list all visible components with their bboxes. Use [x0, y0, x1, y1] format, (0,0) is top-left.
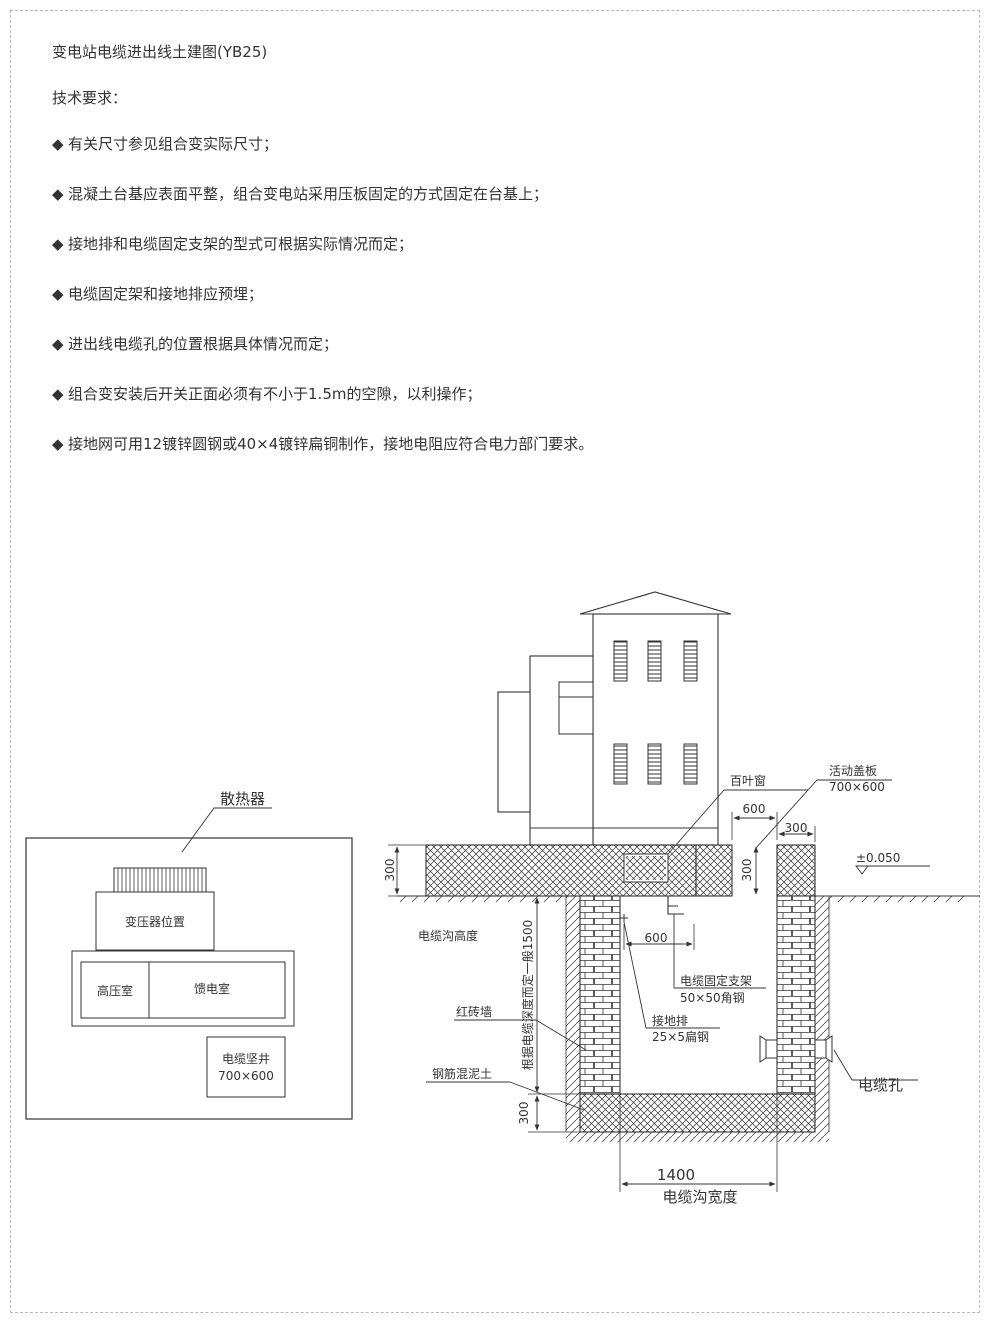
bullet-icon: ◆ — [52, 385, 64, 403]
vent-icon — [613, 640, 628, 682]
page-border — [10, 10, 980, 1313]
ground-bar-label: 接地排 — [652, 1013, 688, 1028]
brick-wall-label: 红砖墙 — [456, 1004, 492, 1019]
radiator-leader — [181, 807, 272, 853]
transformer-label: 变压器位置 — [125, 914, 185, 929]
bullet-icon: ◆ — [52, 285, 64, 303]
cover-label: 活动盖板 — [829, 764, 877, 778]
requirement-text: 进出线电缆孔的位置根据具体情况而定； — [68, 335, 339, 353]
soil-hatch-right — [825, 895, 965, 903]
cover-size: 700×600 — [829, 780, 885, 794]
radiator-side — [497, 691, 531, 813]
radiator-fins-icon — [117, 868, 203, 892]
dim-300-base: 300 — [383, 859, 397, 882]
trench-height-label: 电缆沟高度 — [418, 928, 478, 943]
bracket-label: 电缆固定支架 — [680, 973, 752, 988]
requirement-item: ◆有关尺寸参见组合变实际尺寸； — [52, 132, 952, 182]
requirement-text: 有关尺寸参见组合变实际尺寸； — [68, 135, 279, 153]
plan-view: 散热器 变压器位置 高压室 馈电室 电缆坚井 700×600 — [25, 790, 353, 1120]
trench-width-label: 电缆沟宽度 — [662, 1188, 737, 1206]
trench-width-value: 1400 — [657, 1166, 695, 1184]
soil-hatch-left — [399, 895, 563, 903]
requirement-item: ◆混凝土台基应表面平整，组合变电站采用压板固定的方式固定在台基上； — [52, 182, 952, 232]
shaft-label: 电缆坚井 — [222, 1052, 270, 1066]
brick-wall-left — [579, 895, 621, 1095]
vent-icon — [683, 743, 698, 785]
bullet-icon: ◆ — [52, 435, 64, 453]
trench-depth-note: 根据电缆深度而定一般1500 — [520, 920, 535, 1071]
vent-icon — [647, 743, 662, 785]
transformer-position — [95, 891, 215, 951]
brick-wall-right — [776, 895, 816, 1095]
hv-room-label: 高压室 — [97, 983, 133, 998]
elevation-label: ±0.050 — [856, 851, 900, 865]
requirement-item: ◆进出线电缆孔的位置根据具体情况而定； — [52, 332, 952, 382]
bullet-icon: ◆ — [52, 335, 64, 353]
concrete-base-right — [776, 844, 816, 897]
dim-600-top: 600 — [743, 802, 766, 816]
feeder-room — [148, 961, 286, 1019]
cable-hole-label: 电缆孔 — [858, 1076, 903, 1094]
cable-bracket-icon — [667, 896, 684, 915]
radiator-label: 散热器 — [220, 790, 265, 808]
radiator-block — [113, 867, 207, 893]
shaft-size: 700×600 — [218, 1069, 274, 1083]
requirement-text: 组合变安装后开关正面必须有不小于1.5m的空隙，以利操作； — [68, 385, 482, 403]
bracket-spec: 50×50角钢 — [680, 991, 745, 1005]
concrete-base-mid — [695, 844, 733, 897]
plan-outline — [25, 837, 353, 1120]
requirements-list: ◆有关尺寸参见组合变实际尺寸； ◆混凝土台基应表面平整，组合变电站采用压板固定的… — [52, 132, 952, 482]
dim-300-top: 300 — [785, 821, 808, 835]
requirement-text: 混凝土台基应表面平整，组合变电站采用压板固定的方式固定在台基上； — [68, 185, 549, 203]
substation-cabinet — [497, 591, 732, 846]
soil-left — [566, 896, 580, 1132]
dim-300-right: 300 — [740, 859, 754, 882]
bullet-icon: ◆ — [52, 135, 64, 153]
soil-bottom — [566, 1132, 829, 1142]
louver-label: 百叶窗 — [730, 774, 766, 788]
ground-bar-icon — [620, 914, 628, 922]
side-panel — [558, 681, 594, 735]
requirements-heading: 技术要求： — [52, 89, 128, 107]
requirement-text: 接地排和电缆固定支架的型式可根据实际情况而定； — [68, 235, 414, 253]
cable-hole-icon — [759, 1035, 833, 1063]
vent-icon — [683, 640, 698, 682]
dim-300-bottom: 300 — [517, 1102, 531, 1125]
bullet-icon: ◆ — [52, 235, 64, 253]
vent-icons — [613, 640, 698, 785]
requirement-text: 接地网可用12镀锌圆钢或40×4镀锌扁铜制作，接地电阻应符合电力部门要求。 — [68, 435, 594, 453]
requirement-text: 电缆固定架和接地排应预埋； — [68, 285, 264, 303]
feeder-room-label: 馈电室 — [194, 981, 230, 996]
drawing-title: 变电站电缆进出线土建图(YB25) — [52, 43, 268, 61]
soil-right — [815, 896, 829, 1132]
section-view: 电缆孔 百叶窗 活动盖板 700×600 600 300 300 300 — [383, 591, 980, 1206]
requirement-item: ◆接地网可用12镀锌圆钢或40×4镀锌扁铜制作，接地电阻应符合电力部门要求。 — [52, 432, 952, 482]
requirement-item: ◆电缆固定架和接地排应预埋； — [52, 282, 952, 332]
requirement-item: ◆组合变安装后开关正面必须有不小于1.5m的空隙，以利操作； — [52, 382, 952, 432]
bullet-icon: ◆ — [52, 185, 64, 203]
technical-notes: 变电站电缆进出线土建图(YB25) 技术要求： ◆有关尺寸参见组合变实际尺寸； … — [52, 40, 952, 482]
trench-floor-concrete — [579, 1093, 816, 1133]
hv-room — [80, 961, 150, 1019]
concrete-label: 钢筋混泥土 — [432, 1066, 492, 1081]
ground-bar-spec: 25×5扁钢 — [652, 1030, 709, 1044]
vent-icon — [613, 743, 628, 785]
cabinet-roof — [579, 591, 732, 615]
requirement-item: ◆接地排和电缆固定支架的型式可根据实际情况而定； — [52, 232, 952, 282]
dim-600-bracket: 600 — [645, 931, 668, 945]
vent-icon — [647, 640, 662, 682]
cable-shaft — [206, 1036, 286, 1098]
elevation-icon — [855, 865, 869, 875]
